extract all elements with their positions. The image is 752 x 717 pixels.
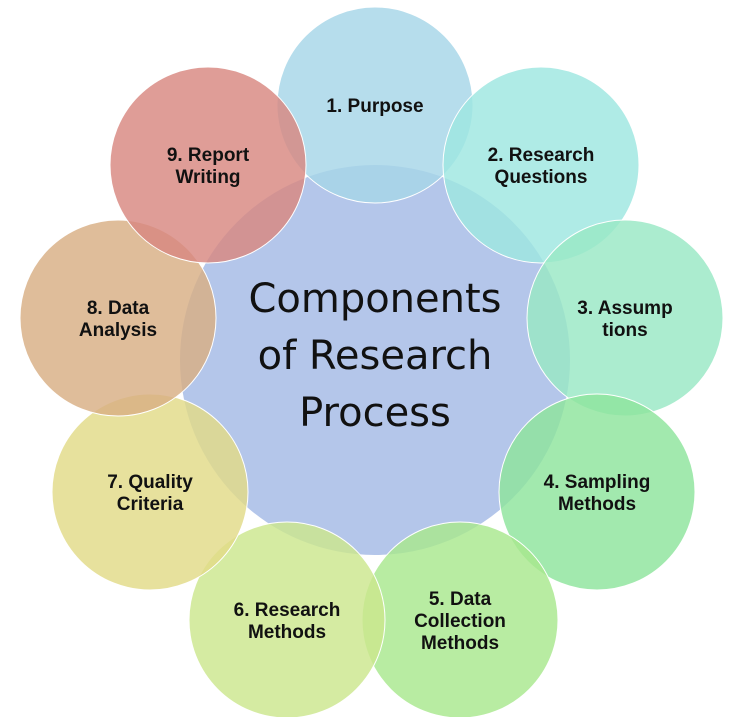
center-title: Process: [299, 390, 451, 436]
component-label-7: Criteria: [117, 494, 184, 515]
center-title: Components: [248, 276, 501, 322]
component-label-5: 5. Data: [429, 589, 492, 610]
component-label-7: 7. Quality: [107, 472, 193, 493]
component-circle-2: [442, 66, 640, 264]
component-label-2: Questions: [495, 167, 588, 188]
component-circle-9: [109, 66, 307, 264]
component-circle-8: [19, 219, 217, 417]
component-label-8: Analysis: [79, 320, 157, 341]
component-label-3: tions: [602, 320, 647, 341]
component-label-4: Methods: [558, 494, 636, 515]
component-circle-6: [188, 521, 386, 717]
component-label-6: Methods: [248, 622, 326, 643]
component-label-5: Methods: [421, 633, 499, 654]
center-title: of Research: [258, 333, 493, 379]
component-label-3: 3. Assump: [577, 298, 672, 319]
component-label-1: 1. Purpose: [326, 96, 423, 117]
component-label-9: Writing: [175, 167, 240, 188]
component-label-4: 4. Sampling: [544, 472, 651, 493]
component-label-8: 8. Data: [87, 298, 150, 319]
center-circle: [180, 165, 570, 555]
component-label-5: Collection: [414, 611, 506, 632]
component-label-2: 2. Research: [488, 145, 595, 166]
component-label-9: 9. Report: [167, 145, 250, 166]
component-circle-4: [498, 393, 696, 591]
component-label-6: 6. Research: [234, 600, 341, 621]
